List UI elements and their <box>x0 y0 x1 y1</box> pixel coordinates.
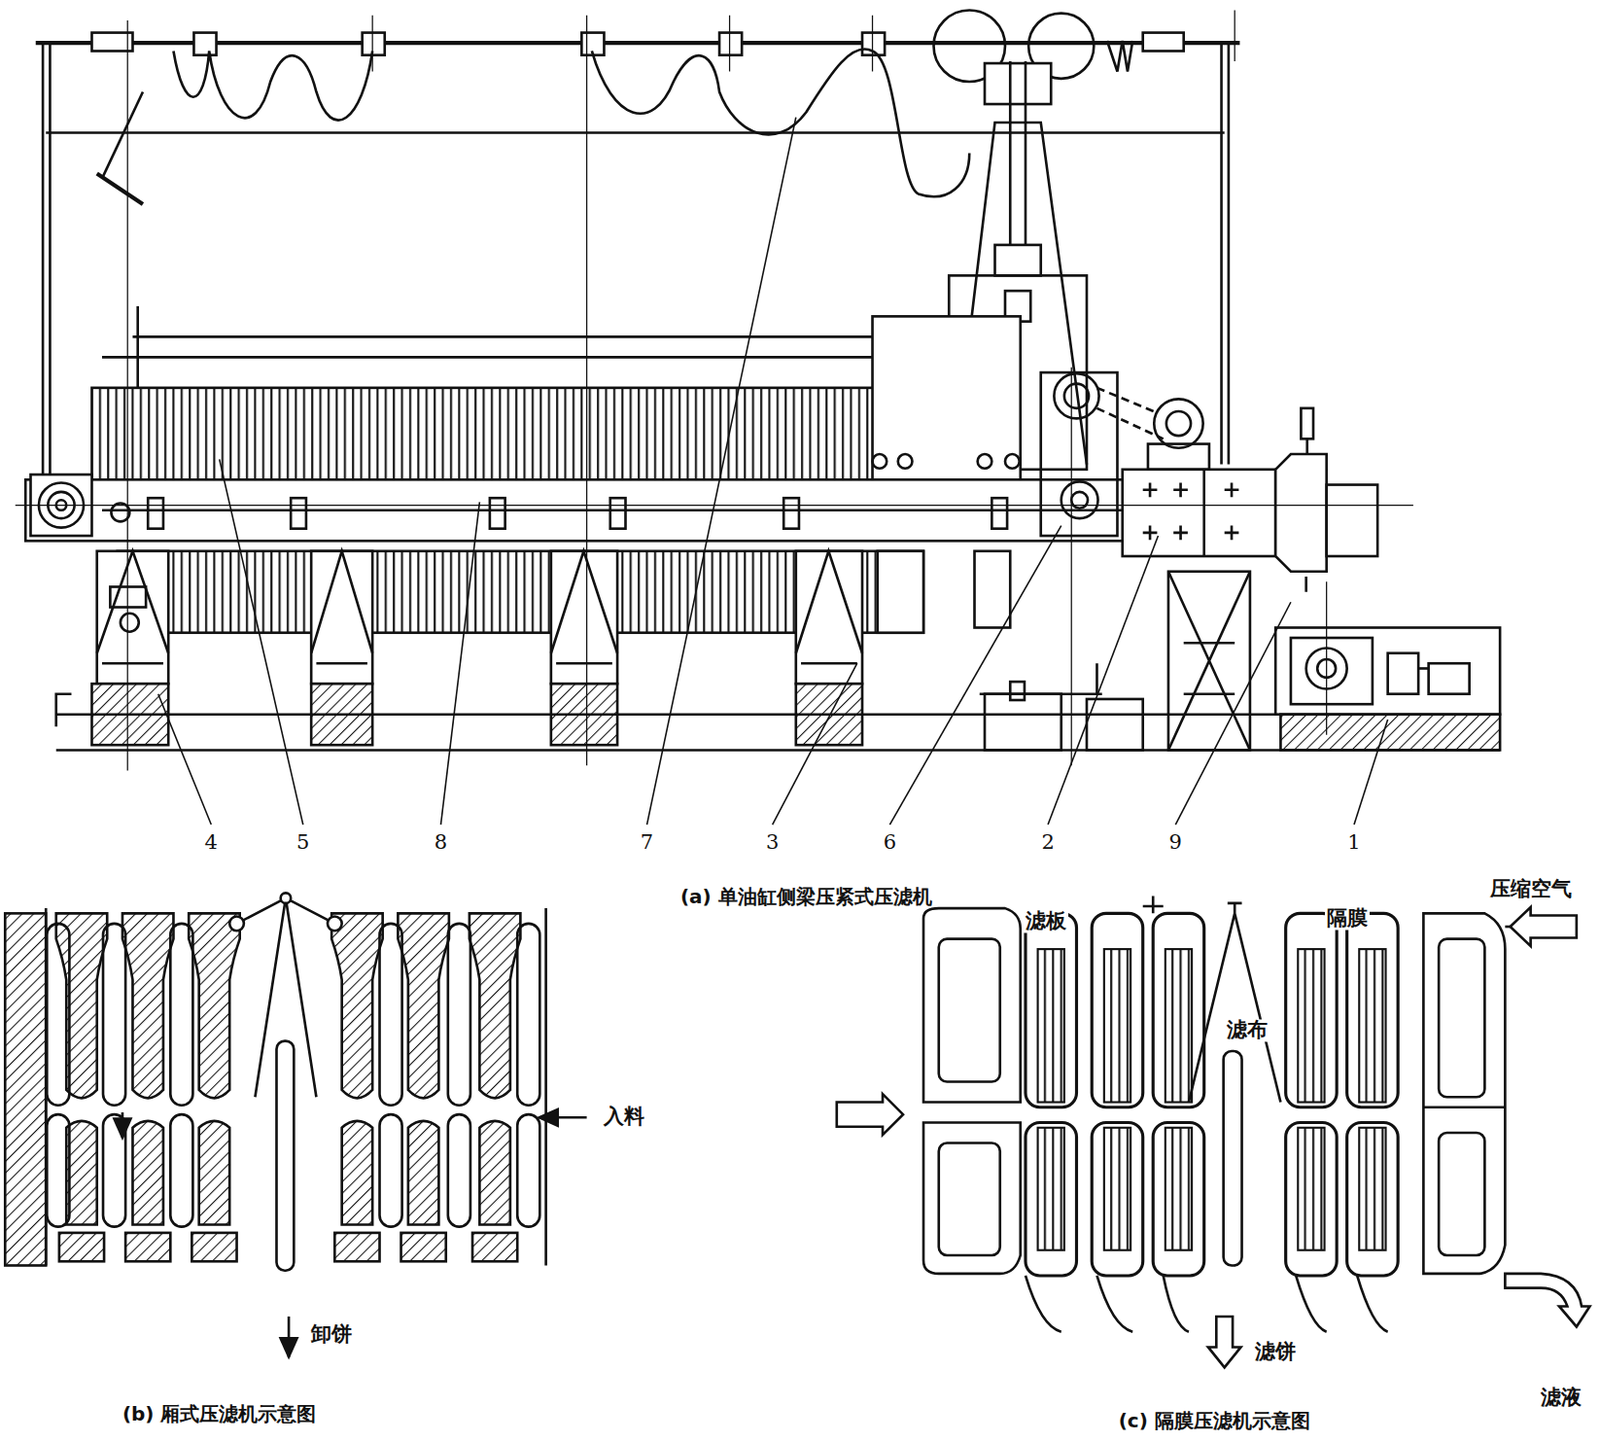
figure-caption: (c) 隔膜压滤机示意图 <box>1116 1409 1313 1431</box>
callout-number: 5 <box>294 832 312 855</box>
flow-label: 滤饼 <box>1252 1340 1298 1363</box>
callout-number: 9 <box>1167 832 1184 855</box>
callout-number: 1 <box>1345 832 1362 855</box>
figure-caption: (b) 厢式压滤机示意图 <box>120 1402 319 1425</box>
callout-number: 2 <box>1039 832 1056 855</box>
callout-number: 4 <box>203 832 220 855</box>
part-label: 隔膜 <box>1324 906 1370 930</box>
part-label: 滤布 <box>1224 1019 1270 1043</box>
flow-label: 入料 <box>601 1106 647 1129</box>
callout-number: 8 <box>432 832 450 855</box>
flow-label: 卸饼 <box>309 1323 354 1347</box>
flow-label: 滤液 <box>1538 1387 1584 1410</box>
callout-number: 6 <box>881 832 899 855</box>
part-label: 滤板 <box>1023 909 1069 933</box>
flow-label: 压缩空气 <box>1488 878 1574 902</box>
figure-caption: (a) 单油缸侧梁压紧式压滤机 <box>678 885 935 907</box>
callout-number: 3 <box>764 832 781 855</box>
callout-number: 7 <box>638 832 656 855</box>
